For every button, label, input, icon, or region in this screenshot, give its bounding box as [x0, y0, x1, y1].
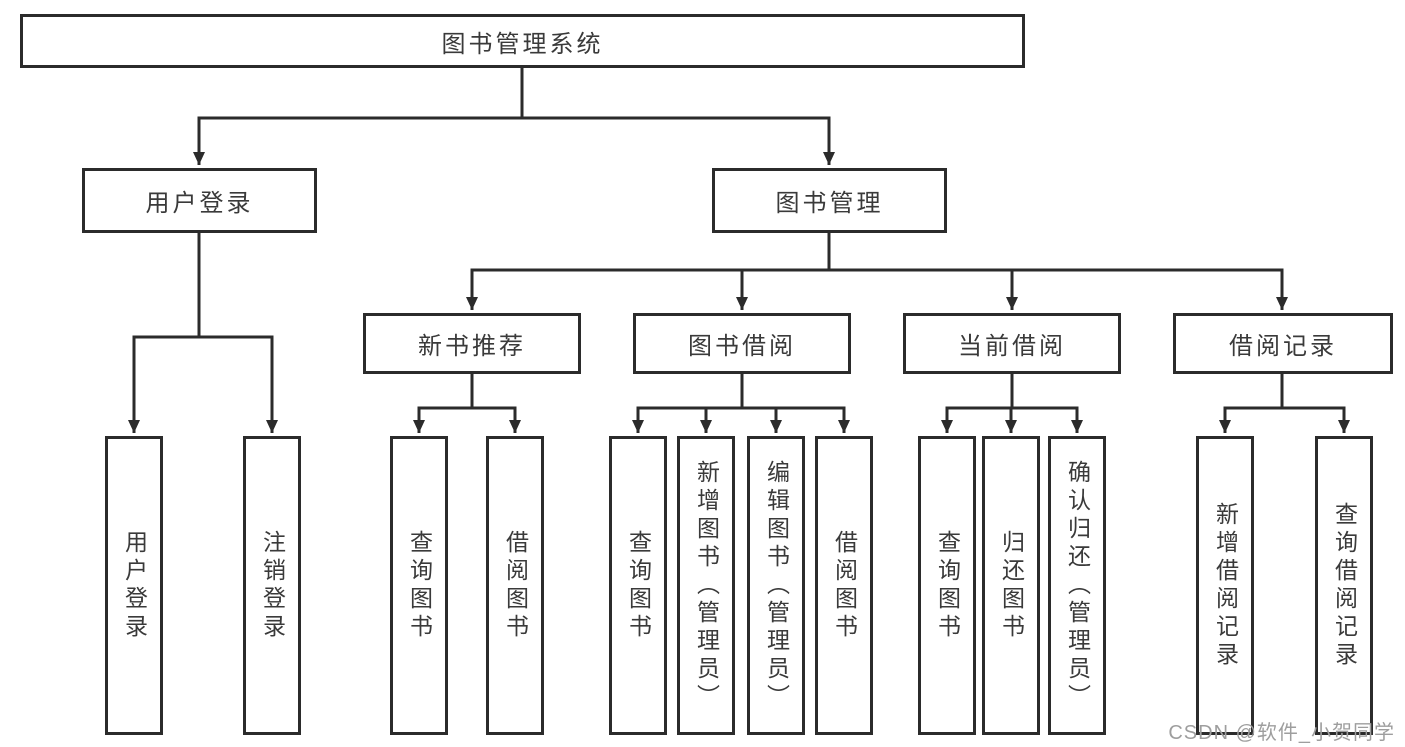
leaf-borrow-book-1-label: 借阅图书: [502, 529, 529, 642]
leaf-query-borrow-record-label: 查询借阅记录: [1331, 501, 1358, 670]
leaf-query-book-1-label: 查询图书: [406, 529, 433, 642]
leaf-query-book-3: 查询图书: [918, 436, 976, 735]
node-book-management: 图书管理: [712, 168, 947, 233]
leaf-confirm-return-admin: 确认归还（管理员）: [1048, 436, 1106, 735]
leaf-query-borrow-record: 查询借阅记录: [1315, 436, 1373, 735]
leaf-query-book-1: 查询图书: [390, 436, 448, 735]
node-borrow-record: 借阅记录: [1173, 313, 1393, 374]
leaf-edit-book-admin: 编辑图书（管理员）: [747, 436, 805, 735]
leaf-borrow-book-1: 借阅图书: [486, 436, 544, 735]
leaf-query-book-2-label: 查询图书: [625, 529, 652, 642]
leaf-logout-label: 注销登录: [259, 529, 286, 642]
leaf-user-login-label: 用户登录: [121, 529, 148, 642]
leaf-edit-book-admin-label: 编辑图书（管理员）: [763, 459, 790, 712]
leaf-add-borrow-record-label: 新增借阅记录: [1212, 501, 1239, 670]
leaf-borrow-book-2-label: 借阅图书: [831, 529, 858, 642]
leaf-confirm-return-admin-label: 确认归还（管理员）: [1064, 459, 1091, 712]
node-user-login: 用户登录: [82, 168, 317, 233]
node-book-borrow: 图书借阅: [633, 313, 851, 374]
leaf-query-book-3-label: 查询图书: [934, 529, 961, 642]
leaf-add-book-admin-label: 新增图书（管理员）: [693, 459, 720, 712]
node-new-book-recommend: 新书推荐: [363, 313, 581, 374]
leaf-borrow-book-2: 借阅图书: [815, 436, 873, 735]
leaf-query-book-2: 查询图书: [609, 436, 667, 735]
leaf-user-login: 用户登录: [105, 436, 163, 735]
leaf-add-borrow-record: 新增借阅记录: [1196, 436, 1254, 735]
leaf-logout: 注销登录: [243, 436, 301, 735]
node-current-borrow: 当前借阅: [903, 313, 1121, 374]
leaf-return-book: 归还图书: [982, 436, 1040, 735]
leaf-return-book-label: 归还图书: [998, 529, 1025, 642]
node-root: 图书管理系统: [20, 14, 1025, 68]
leaf-add-book-admin: 新增图书（管理员）: [677, 436, 735, 735]
